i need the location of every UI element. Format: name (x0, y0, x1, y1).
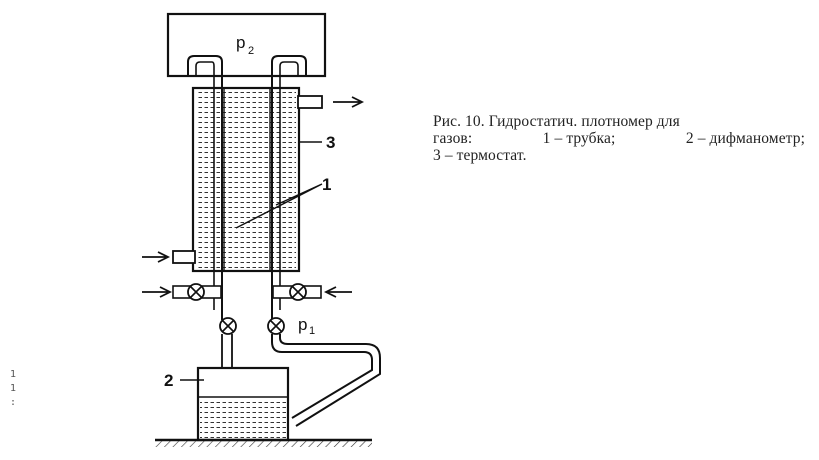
manometer-liquid (200, 398, 286, 438)
arrow-right-icon (142, 286, 173, 298)
caption-line-2: газов: 1 – трубка; 2 – дифманометр; (433, 130, 805, 147)
tube-right-inner (279, 61, 299, 310)
arrow-right-icon (142, 251, 171, 263)
label-3: 3 (326, 133, 335, 152)
valve-icon (267, 317, 285, 335)
valve-icon (187, 283, 205, 301)
valve-icon (219, 317, 237, 335)
tube-to-manometer (221, 334, 233, 368)
caption-line-2-part-1: газов: (433, 130, 473, 147)
caption-line-2-part-2: 1 – трубка; (542, 130, 616, 147)
thermostat-outlet (297, 95, 323, 109)
tube-left-inner (195, 61, 215, 310)
pressure-p1-subscript: 1 (309, 325, 315, 337)
valve-icon (289, 283, 307, 301)
label-1: 1 (322, 175, 331, 194)
figure-caption: Рис. 10. Гидростатич. плотномер для газо… (433, 113, 805, 164)
tube-right (271, 55, 307, 320)
base-hatch (155, 441, 372, 447)
margin-mark: : (10, 397, 17, 408)
tube-right-bend (271, 334, 373, 419)
thermostat-inlet (172, 250, 196, 264)
tube-core (223, 87, 271, 272)
caption-line-2-part-3: 2 – дифманометр; (685, 130, 805, 147)
upper-chamber (166, 12, 327, 78)
label-2: 2 (164, 371, 173, 390)
margin-mark: 1 (10, 383, 17, 394)
arrow-right-icon (333, 96, 365, 108)
margin-mark: 1 (10, 369, 17, 380)
tube-right-bend-inner (279, 334, 381, 427)
pressure-p2-subscript: 2 (248, 45, 254, 57)
caption-line-3: 3 – термостат. (433, 147, 527, 164)
pressure-p1-label: p (298, 315, 307, 334)
caption-line-1: Рис. 10. Гидростатич. плотномер для (433, 113, 680, 130)
tube-left (187, 55, 223, 320)
pressure-p2-label: p (236, 33, 245, 52)
margin-marks: 1 1 : (10, 368, 16, 410)
arrow-left-icon (323, 286, 352, 298)
leader-1 (235, 183, 323, 229)
